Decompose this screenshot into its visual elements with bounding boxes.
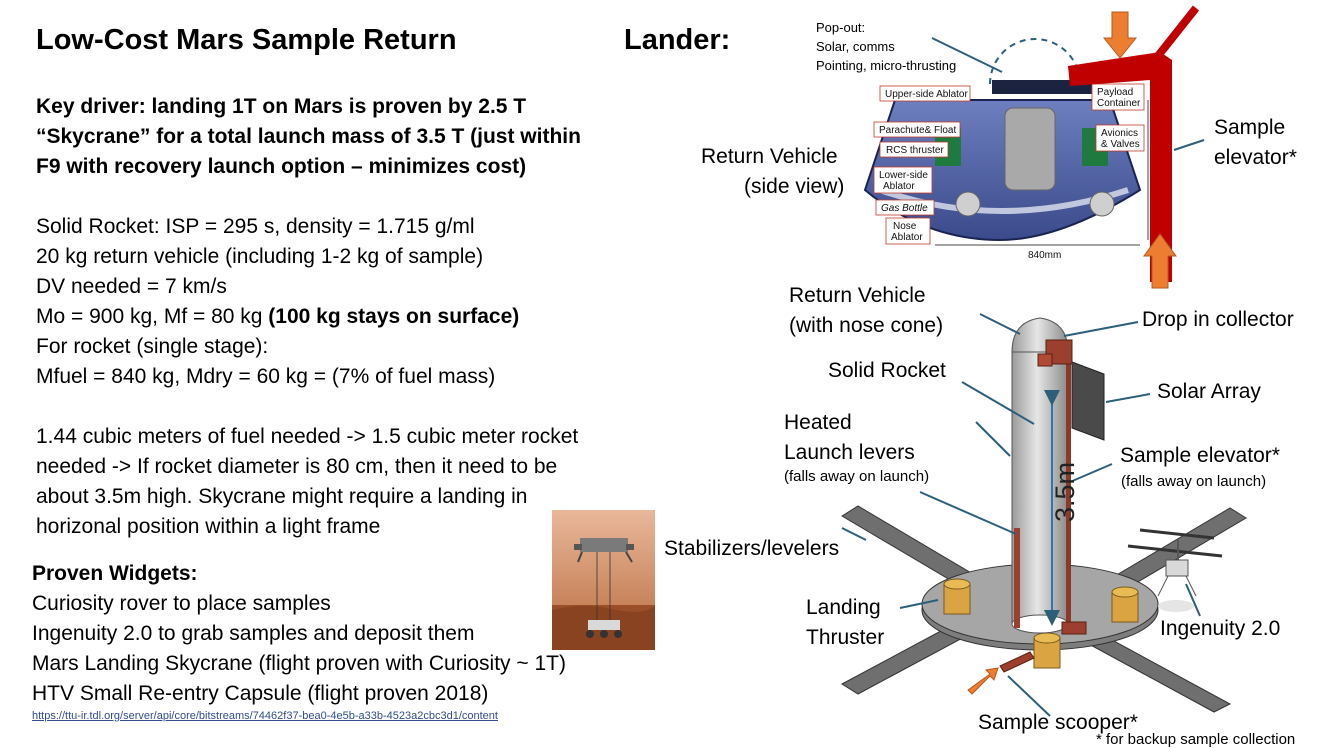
gas-bottle-right (1089, 191, 1115, 217)
gas-bottle-left (955, 191, 981, 217)
spec-dv: DV needed = 7 km/s (36, 275, 227, 298)
label-parachute: Parachute& Float (879, 125, 956, 136)
skycrane-descent-stage (574, 538, 634, 563)
down-arrow-icon (1102, 11, 1138, 59)
ingenuity-label: Ingenuity 2.0 (1160, 617, 1281, 640)
popout-label-2: Solar, comms (816, 39, 895, 54)
key-driver-line-3: F9 with recovery launch option – minimiz… (36, 155, 527, 178)
capsule-elevator-label-2: elevator* (1214, 146, 1297, 169)
popout-label-3: Pointing, micro-thrusting (816, 58, 957, 73)
spec-mass: Mo = 900 kg, Mf = 80 kg (100 kg stays on… (36, 302, 519, 332)
solid-rocket-label: Solid Rocket (828, 359, 946, 382)
spec-rocket-stage: For rocket (single stage): (36, 335, 269, 358)
widgets-heading: Proven Widgets: (32, 562, 198, 585)
capsule-orange-arrows (1102, 11, 1177, 289)
solar-array-panel (1071, 361, 1105, 441)
label-gas-bottle: Gas Bottle (881, 203, 928, 214)
rocket-base-ring (1011, 614, 1069, 634)
solar-array-label: Solar Array (1157, 380, 1261, 403)
lander-labels: 3.5m (1050, 462, 1080, 522)
lander-heading: Lander: (624, 24, 731, 56)
skycrane-photo (552, 510, 655, 650)
side-view-label: (side view) (744, 175, 845, 198)
label-upper-ablator: Upper-side Ablator (885, 89, 968, 100)
up-arrow-icon (1143, 233, 1177, 289)
elevator-falls-away-label: (falls away on launch) (1121, 473, 1267, 490)
payload-cylinder (1004, 107, 1056, 191)
return-vehicle-label: Return Vehicle (789, 284, 926, 307)
lander-leaders (841, 313, 1201, 717)
drop-collector-label: Drop in collector (1142, 308, 1294, 331)
heated-label: Heated (784, 411, 852, 434)
nose-cone-label: (with nose cone) (789, 314, 944, 337)
thruster-label: Thruster (806, 626, 885, 649)
label-lower-ablator-1: Lower-side (879, 170, 928, 181)
label-avionics-2: & Valves (1101, 139, 1140, 150)
widget-ingenuity: Ingenuity 2.0 to grab samples and deposi… (32, 622, 475, 645)
scooper-arrow-icon (967, 667, 999, 695)
sample-scooper (999, 651, 1035, 673)
height-label: 3.5m (1050, 462, 1080, 522)
landing-thrusters (943, 578, 1139, 669)
heated-launch-lever (1014, 528, 1020, 628)
return-vehicle-side-label: Return Vehicle (701, 145, 838, 168)
lander-sample-elevator (1066, 360, 1071, 628)
widget-curiosity: Curiosity rover to place samples (32, 592, 331, 615)
launch-levers-label: Launch levers (784, 441, 915, 464)
lander-3d (841, 317, 1247, 713)
spec-fuel-mass: Mfuel = 840 kg, Mdry = 60 kg = (7% of fu… (36, 365, 496, 388)
capsule-leaders (931, 37, 1205, 151)
label-payload-1: Payload (1097, 87, 1133, 98)
spec-mass-bold: (100 kg stays on surface) (268, 305, 520, 328)
fuel-line-2: needed -> If rocket diameter is 80 cm, t… (36, 455, 558, 478)
spec-mass-plain: Mo = 900 kg, Mf = 80 kg (36, 305, 269, 328)
spec-isp: Solid Rocket: ISP = 295 s, density = 1.7… (36, 215, 475, 238)
label-nose-ablator-2: Ablator (891, 232, 923, 243)
ingenuity-helicopter (1127, 528, 1223, 612)
fuel-line-1: 1.44 cubic meters of fuel needed -> 1.5 … (36, 425, 579, 448)
label-width-840: 840mm (1028, 250, 1061, 261)
label-rcs: RCS thruster (886, 145, 944, 156)
key-driver-line-1: Key driver: landing 1T on Mars is proven… (36, 95, 527, 118)
label-avionics-1: Avionics (1101, 128, 1138, 139)
capsule-top-cap (992, 80, 1092, 94)
key-driver-line-2: “Skycrane” for a total launch mass of 3.… (36, 125, 581, 148)
stabilizers-label: Stabilizers/levelers (664, 537, 840, 560)
widget-skycrane: Mars Landing Skycrane (flight proven wit… (32, 652, 566, 675)
widget-htv: HTV Small Re-entry Capsule (flight prove… (32, 682, 489, 705)
capsule-elevator-label-1: Sample (1214, 116, 1286, 139)
slide-title: Low-Cost Mars Sample Return (36, 24, 457, 56)
spec-return-vehicle: 20 kg return vehicle (including 1-2 kg o… (36, 245, 484, 268)
popout-dashed-arc (989, 38, 1081, 85)
lander-elevator-label: Sample elevator* (1120, 444, 1280, 467)
footnote: * for backup sample collection (1096, 731, 1296, 748)
curiosity-rover (586, 620, 622, 638)
fuel-line-4: horizonal position within a light frame (36, 515, 381, 538)
fuel-line-3: about 3.5m high. Skycrane might require … (36, 485, 528, 508)
label-payload-2: Container (1097, 98, 1141, 109)
reference-link[interactable]: https://ttu-ir.tdl.org/server/api/core/b… (32, 710, 498, 722)
label-nose-ablator-1: Nose (893, 221, 917, 232)
capsule-part-labels: Upper-side Ablator Payload Container Par… (873, 83, 1166, 261)
levers-falls-away-label: (falls away on launch) (784, 468, 930, 485)
label-lower-ablator-2: Ablator (883, 181, 915, 192)
popout-label-1: Pop-out: (816, 20, 866, 35)
scooper-label: Sample scooper* (978, 711, 1138, 734)
landing-label: Landing (806, 596, 881, 619)
elevator-foot (1061, 621, 1087, 635)
